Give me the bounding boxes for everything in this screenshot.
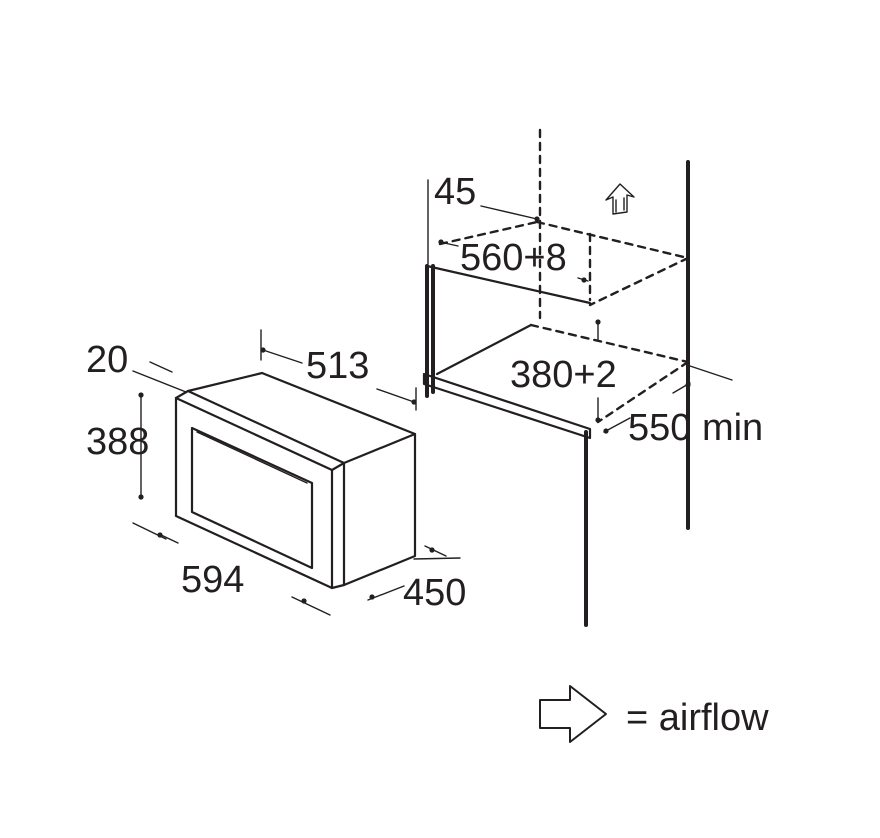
dim-label-513: 513 bbox=[306, 345, 369, 387]
airflow-arrow-icon bbox=[539, 685, 607, 743]
airflow-legend-label: = airflow bbox=[626, 697, 769, 739]
niche-shelf bbox=[422, 372, 592, 440]
dim-label-20: 20 bbox=[86, 339, 128, 381]
airflow-legend: = airflow bbox=[539, 685, 769, 743]
appliance-drawing bbox=[174, 371, 417, 590]
dim-label-550-min: 550 min bbox=[628, 407, 763, 449]
appliance-dimension-lines bbox=[132, 329, 461, 616]
niche-drawing bbox=[422, 128, 690, 627]
niche-dimension-lines bbox=[427, 179, 733, 434]
appliance-body bbox=[186, 371, 417, 465]
appliance-door-window bbox=[190, 426, 314, 570]
dim-label-45: 45 bbox=[434, 171, 476, 213]
dim-label-560-8: 560+8 bbox=[460, 237, 567, 279]
airflow-up-icon bbox=[605, 183, 635, 215]
dim-label-380-2: 380+2 bbox=[510, 354, 617, 396]
dim-label-450: 450 bbox=[403, 572, 466, 614]
dim-label-388: 388 bbox=[86, 421, 149, 463]
dim-label-594: 594 bbox=[181, 559, 244, 601]
